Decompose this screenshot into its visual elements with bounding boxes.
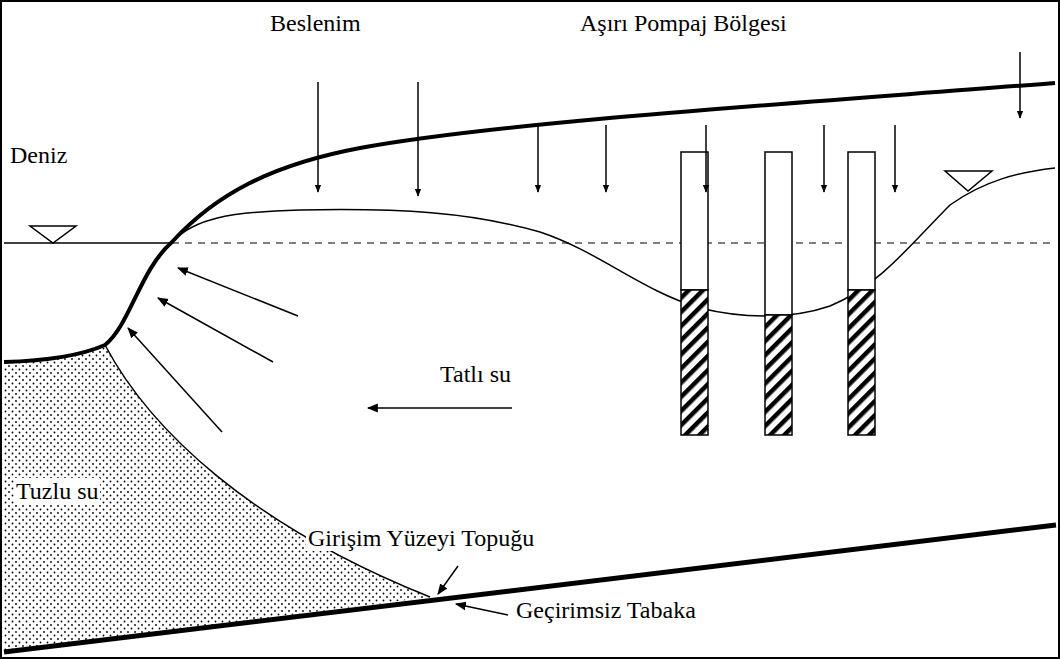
water-level-symbol	[30, 226, 76, 243]
recharge-label: Beslenim	[268, 10, 363, 36]
pumping-zone-label: Aşırı Pompaj Bölgesi	[578, 10, 789, 36]
sea-level-dashed	[172, 242, 1055, 243]
recharge-arrows	[318, 52, 1020, 196]
impermeable-layer	[4, 525, 1056, 652]
water-level-symbol	[945, 171, 992, 191]
sea-surface	[4, 242, 172, 244]
water-table	[172, 168, 1055, 316]
sea-label: Deniz	[8, 142, 69, 168]
fresh-water-label: Tatlı su	[438, 361, 513, 387]
leader-lines	[438, 566, 508, 615]
impermeable-layer-label: Geçirimsiz Tabaka	[514, 597, 698, 623]
wells	[681, 152, 875, 435]
discharge-arrows	[128, 268, 512, 432]
interface-line	[105, 345, 430, 597]
salt-water-label: Tuzlu su	[14, 478, 100, 504]
ground-surface	[4, 83, 1055, 362]
interface-toe-label: Girişim Yüzeyi Topuğu	[306, 525, 536, 551]
